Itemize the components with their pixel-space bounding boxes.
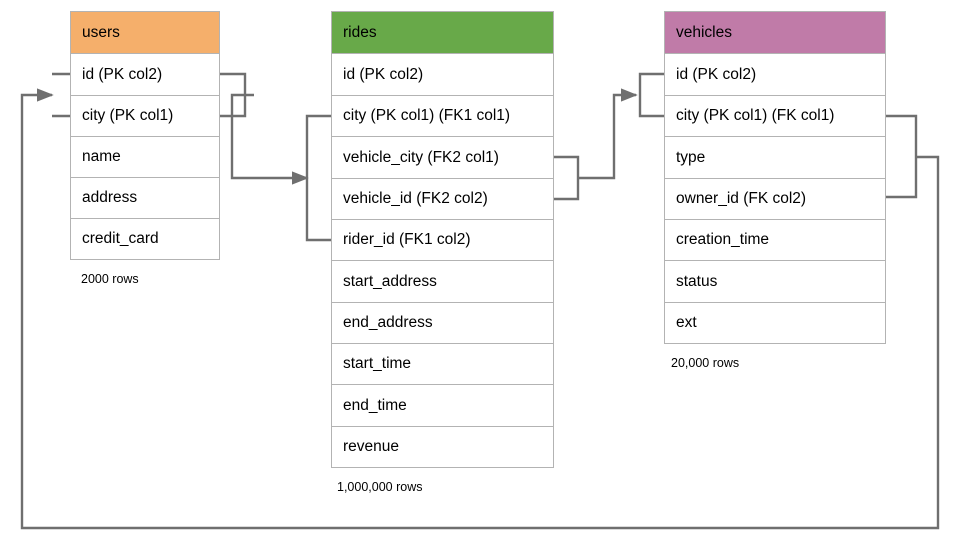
table-rides[interactable]: rides id (PK col2) city (PK col1) (FK1 c… <box>331 11 554 468</box>
table-row[interactable]: end_address <box>331 303 554 344</box>
table-row[interactable]: id (PK col2) <box>70 54 220 96</box>
table-row[interactable]: owner_id (FK col2) <box>664 179 886 220</box>
table-vehicles-header: vehicles <box>664 11 886 54</box>
table-row[interactable]: creation_time <box>664 220 886 261</box>
table-row[interactable]: id (PK col2) <box>664 54 886 96</box>
table-row[interactable]: type <box>664 137 886 179</box>
table-row[interactable]: start_time <box>331 344 554 385</box>
table-row[interactable]: start_address <box>331 261 554 303</box>
table-rides-row-count: 1,000,000 rows <box>337 480 423 494</box>
table-row[interactable]: city (PK col1) (FK col1) <box>664 96 886 137</box>
table-row[interactable]: city (PK col1) <box>70 96 220 137</box>
connector-rides-rider-to-users[interactable] <box>220 72 331 242</box>
table-row[interactable]: ext <box>664 303 886 344</box>
table-row[interactable]: id (PK col2) <box>331 54 554 96</box>
table-row[interactable]: status <box>664 261 886 303</box>
table-row[interactable]: credit_card <box>70 219 220 260</box>
table-vehicles-row-count: 20,000 rows <box>671 356 740 370</box>
table-rides-header: rides <box>331 11 554 54</box>
table-vehicles[interactable]: vehicles id (PK col2) city (PK col1) (FK… <box>664 11 886 344</box>
table-users-row-count: 2000 rows <box>81 272 139 286</box>
table-users[interactable]: users id (PK col2) city (PK col1) name a… <box>70 11 220 260</box>
connector-rides-vehicle-to-vehicles[interactable] <box>554 72 664 201</box>
table-row[interactable]: revenue <box>331 427 554 468</box>
table-row[interactable]: name <box>70 137 220 178</box>
table-users-header: users <box>70 11 220 54</box>
table-row[interactable]: city (PK col1) (FK1 col1) <box>331 96 554 137</box>
table-row[interactable]: end_time <box>331 385 554 427</box>
table-row[interactable]: vehicle_id (FK2 col2) <box>331 179 554 220</box>
table-row[interactable]: rider_id (FK1 col2) <box>331 220 554 261</box>
table-row[interactable]: vehicle_city (FK2 col1) <box>331 137 554 179</box>
table-row[interactable]: address <box>70 178 220 219</box>
